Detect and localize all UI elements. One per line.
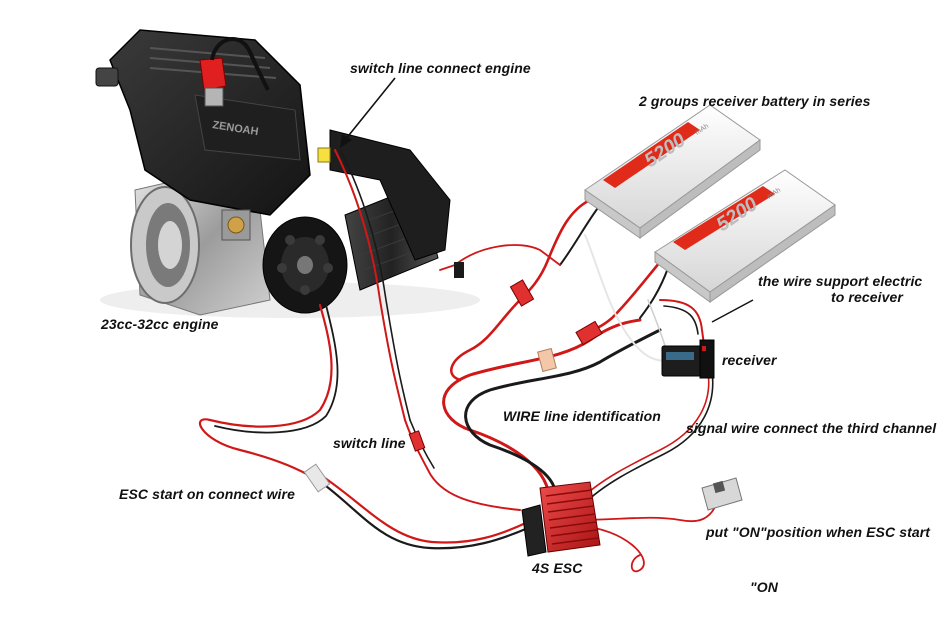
label-wire-support-line2: to receiver bbox=[831, 289, 903, 305]
battery-pack-2: 5200 mAh bbox=[654, 169, 836, 303]
pointer-wire-support bbox=[711, 299, 754, 323]
pointer-switch-line bbox=[344, 77, 396, 141]
label-switch-line-connect-engine: switch line connect engine bbox=[350, 60, 531, 76]
label-battery-series: 2 groups receiver battery in series bbox=[639, 93, 871, 109]
label-wire-support-line1: the wire support electric bbox=[758, 273, 923, 289]
label-esc: 4S ESC bbox=[532, 560, 583, 576]
battery-pack-1: 5200 mAh bbox=[584, 104, 761, 239]
label-on-mark: "ON bbox=[750, 579, 778, 595]
label-engine: 23cc-32cc engine bbox=[101, 316, 219, 332]
esc-device bbox=[521, 481, 601, 557]
connectors bbox=[303, 262, 603, 493]
label-receiver: receiver bbox=[722, 352, 777, 368]
label-put-on-position: put "ON"position when ESC start bbox=[706, 524, 931, 540]
power-switch bbox=[701, 477, 743, 511]
pointer-switch-line-head bbox=[340, 134, 352, 148]
label-wire-identification: WIRE line identification bbox=[503, 408, 661, 424]
engine-illustration: ZENOAH bbox=[95, 29, 480, 318]
label-signal-wire: signal wire connect the third channel bbox=[686, 420, 937, 436]
label-switch-line: switch line bbox=[333, 435, 406, 451]
label-esc-start-wire: ESC start on connect wire bbox=[119, 486, 295, 502]
receiver-device bbox=[661, 339, 715, 379]
